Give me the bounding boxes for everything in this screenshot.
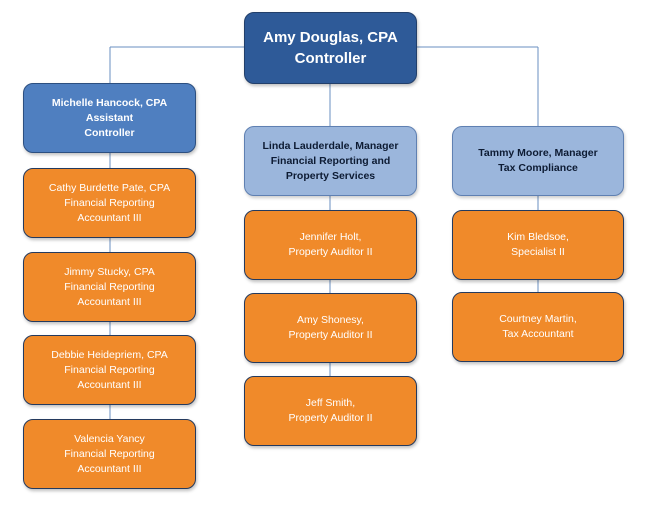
staff-dept: Financial Reporting	[64, 280, 155, 293]
staff-title: Specialist II	[511, 246, 565, 258]
staff-name: Debbie Heidepriem, CPA	[51, 348, 168, 361]
manager-box-reporting: Linda Lauderdale, Manager Financial Repo…	[244, 126, 417, 196]
staff-name: Valencia Yancy	[74, 432, 145, 445]
controller-name: Amy Douglas, CPA	[263, 29, 398, 46]
manager-box-tax: Tammy Moore, Manager Tax Compliance	[452, 126, 624, 196]
staff-name: Cathy Burdette Pate, CPA	[48, 181, 171, 194]
staff-box-valencia-yancy: Valencia Yancy Financial Reporting Accou…	[23, 419, 196, 489]
staff-title: Tax Accountant	[502, 328, 574, 340]
staff-name: Jeff Smith,	[305, 397, 356, 409]
assistant-controller-name: Michelle Hancock, CPA	[51, 96, 168, 109]
staff-title: Property Auditor II	[288, 412, 373, 424]
manager-name: Linda Lauderdale, Manager	[262, 139, 399, 152]
staff-box-kim-bledsoe: Kim Bledsoe, Specialist II	[452, 210, 624, 280]
controller-title: Controller	[294, 50, 367, 67]
staff-title: Accountant III	[77, 295, 142, 308]
staff-box-cathy-burdette-pate: Cathy Burdette Pate, CPA Financial Repor…	[23, 168, 196, 238]
staff-box-jimmy-stucky: Jimmy Stucky, CPA Financial Reporting Ac…	[23, 252, 196, 322]
staff-title: Accountant III	[77, 462, 142, 475]
assistant-controller-title-line2: Controller	[84, 126, 135, 139]
manager-dept-line1: Financial Reporting and	[270, 154, 391, 167]
staff-title: Property Auditor II	[288, 329, 373, 341]
manager-dept: Tax Compliance	[498, 162, 578, 174]
staff-box-amy-shonesy: Amy Shonesy, Property Auditor II	[244, 293, 417, 363]
staff-box-jeff-smith: Jeff Smith, Property Auditor II	[244, 376, 417, 446]
staff-name: Jimmy Stucky, CPA	[64, 265, 155, 278]
staff-dept: Financial Reporting	[64, 196, 155, 209]
staff-box-jennifer-holt: Jennifer Holt, Property Auditor II	[244, 210, 417, 280]
staff-title: Property Auditor II	[288, 246, 373, 258]
staff-title: Accountant III	[77, 211, 142, 224]
staff-title: Accountant III	[77, 378, 142, 391]
controller-box: Amy Douglas, CPA Controller	[244, 12, 417, 84]
staff-name: Courtney Martin,	[499, 313, 577, 325]
staff-name: Jennifer Holt,	[299, 231, 362, 243]
assistant-controller-box: Michelle Hancock, CPA Assistant Controll…	[23, 83, 196, 153]
manager-name: Tammy Moore, Manager	[478, 147, 598, 159]
assistant-controller-title-line1: Assistant	[85, 111, 134, 124]
staff-name: Kim Bledsoe,	[507, 231, 569, 243]
staff-dept: Financial Reporting	[64, 363, 155, 376]
staff-box-debbie-heidepriem: Debbie Heidepriem, CPA Financial Reporti…	[23, 335, 196, 405]
staff-dept: Financial Reporting	[64, 447, 155, 460]
staff-box-courtney-martin: Courtney Martin, Tax Accountant	[452, 292, 624, 362]
manager-dept-line2: Property Services	[285, 169, 376, 182]
staff-name: Amy Shonesy,	[297, 314, 364, 326]
